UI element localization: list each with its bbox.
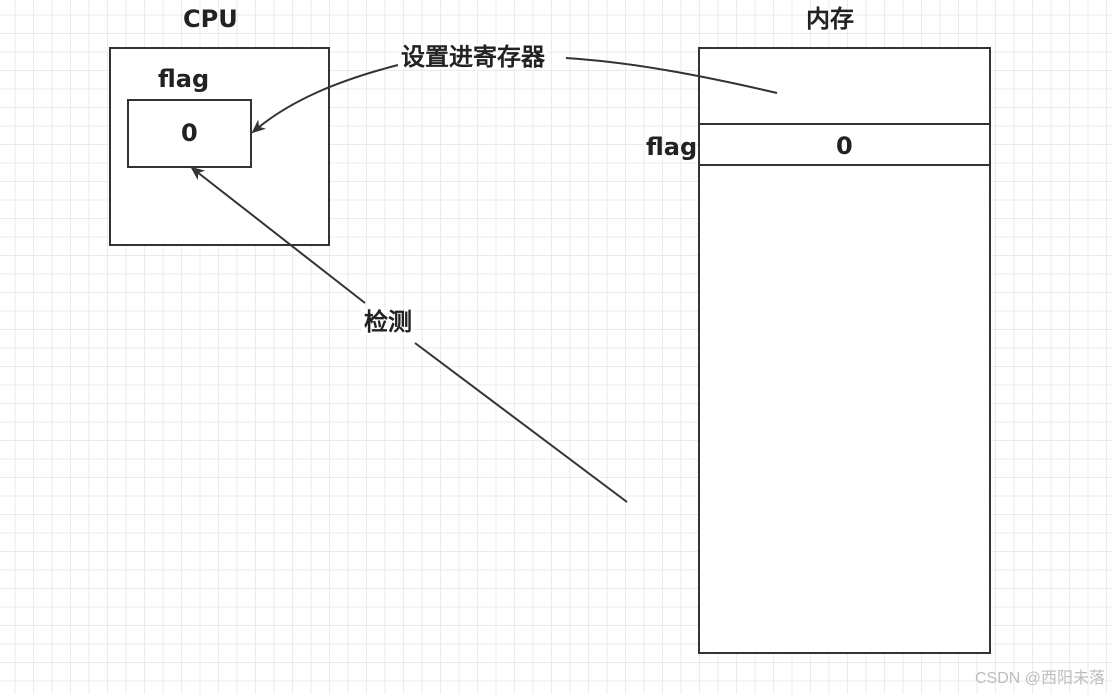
csdn-watermark: CSDN @西阳未落 <box>974 670 1105 687</box>
memory-flag-value: 0 <box>836 132 853 160</box>
cpu-register-label: flag <box>158 65 210 93</box>
cpu-register-value: 0 <box>181 119 198 147</box>
memory-flag-label: flag <box>646 133 698 161</box>
memory-box <box>698 47 991 654</box>
cpu-title: CPU <box>183 5 238 33</box>
load-arrow-label: 设置进寄存器 <box>399 43 547 71</box>
detect-arrow-label: 检测 <box>362 308 414 336</box>
memory-flag-row-top-border <box>698 123 991 125</box>
detect-arrow-tail <box>414 342 628 503</box>
load-arrow <box>251 64 399 134</box>
memory-title: 内存 <box>806 5 854 33</box>
detect-arrow <box>190 166 366 304</box>
load-arrow-tail <box>565 57 778 94</box>
cpu-register-box <box>127 99 252 168</box>
memory-flag-row-bottom-border <box>698 164 991 166</box>
